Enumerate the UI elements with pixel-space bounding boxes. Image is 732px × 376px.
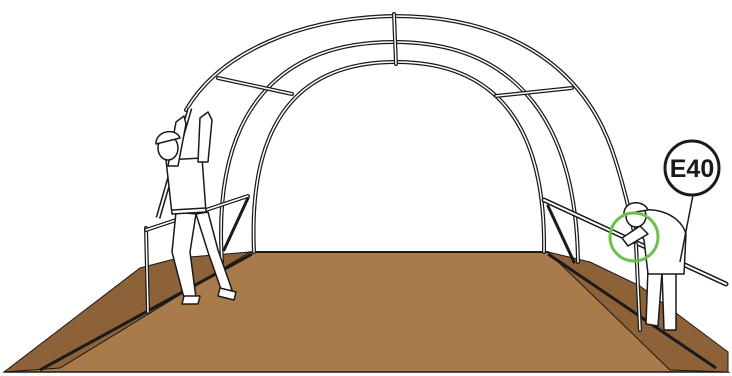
brace-right (546, 204, 576, 264)
base-rail-right (547, 252, 717, 370)
worker-right (621, 202, 687, 331)
circle-label-icon (663, 139, 721, 197)
arch-middle (219, 39, 580, 264)
highlight-ring (608, 211, 660, 263)
worker-left (155, 107, 237, 305)
brace-left (222, 196, 250, 252)
callout-label: E40 (670, 155, 714, 183)
callout-leader (679, 189, 695, 263)
arch-back (251, 59, 547, 254)
soil-bed (2, 251, 731, 373)
callout-badge: E40 (663, 139, 721, 197)
